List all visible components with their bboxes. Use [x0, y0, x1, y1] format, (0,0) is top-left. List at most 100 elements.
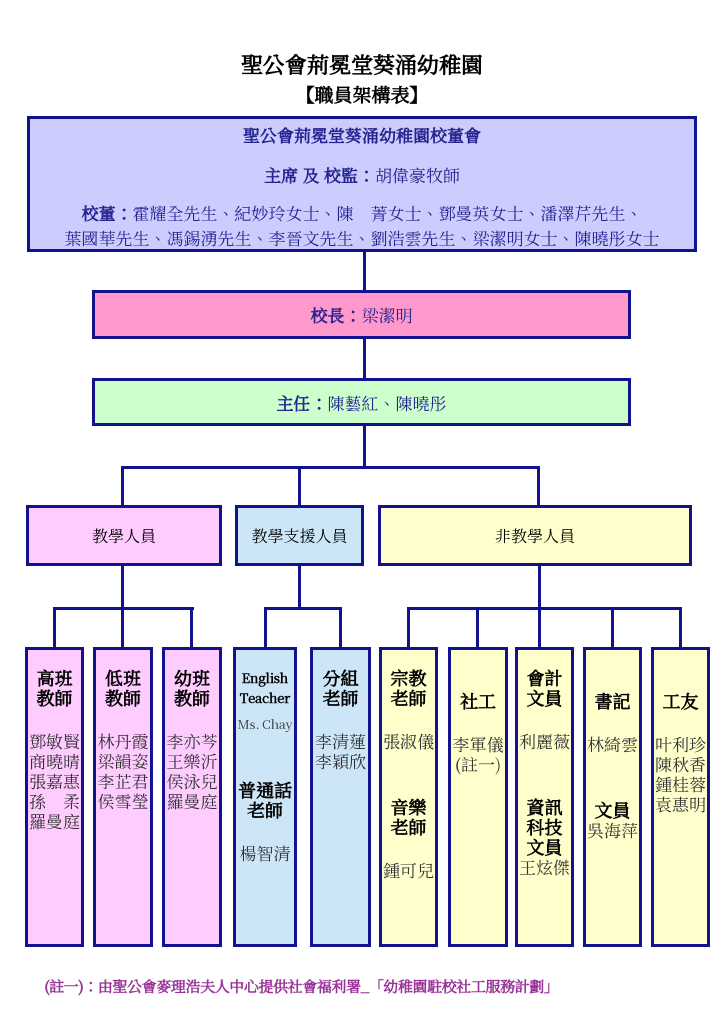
connector-drop-col-7 [476, 607, 479, 647]
column-role-title: 會計 [526, 665, 563, 691]
column-janitors: 工友 叶利珍陳秋香鍾桂蓉袁惠明 [651, 647, 710, 947]
board-box: 聖公會荊冕堂葵涌幼稚園校董會 主席 及 校監：胡偉豪牧師 校董：霍耀全先生、紀妙… [27, 116, 697, 252]
footnote: (註一)：由聖公會麥理浩夫人中心提供社會福利署_「幼稚園駐校社工服務計劃」 [44, 976, 559, 997]
connector-feed-nonteaching [538, 566, 541, 647]
board-title: 聖公會荊冕堂葵涌幼稚園校董會 [243, 122, 481, 147]
column-senior-class-teachers: 高班教師 鄧敏賢商曉晴張嘉惠孫 柔羅曼庭 [25, 647, 84, 947]
board-chair-label: 主席 及 校監： [264, 162, 375, 187]
staff-name: 羅曼庭 [166, 788, 218, 813]
category-box-non-teaching-staff: 非教學人員 [378, 505, 692, 566]
staff-name: 孫 柔 [29, 788, 80, 813]
column-religion-music-teachers: 宗教老師 張淑儀 音樂老師 鍾可兒 [379, 647, 438, 947]
column-role-title: 文員 [526, 685, 563, 711]
column-role-title: 教師 [105, 685, 141, 711]
page-subtitle: 【職員架構表】 [295, 81, 429, 108]
column-role-title: 老師 [322, 685, 359, 711]
column-role-title: 科技 [526, 814, 563, 840]
board-chair-line: 主席 及 校監：胡偉豪牧師 [30, 164, 694, 186]
column-role-title: 社工 [460, 688, 496, 714]
staff-name: 陳秋香 [655, 751, 706, 776]
column-role-title: 宗教 [390, 665, 427, 691]
column-role-title: 音樂 [390, 794, 427, 820]
connector-board-principal [363, 252, 366, 290]
column-role-title: 老師 [390, 814, 427, 840]
principal-name: 梁潔明 [361, 302, 413, 327]
staff-name: 李清蓮 [315, 728, 366, 753]
connector-drop-teaching [121, 466, 124, 505]
column-role-title: English [241, 668, 289, 687]
page-title: 聖公會荊冕堂葵涌幼稚園 [240, 49, 483, 80]
principal-label: 校長： [310, 302, 362, 327]
column-role-title: 分組 [322, 665, 359, 691]
connector-support-horizontal [264, 607, 342, 610]
staff-name: 梁韻姿 [97, 748, 149, 773]
staff-name: Ms. Chay [237, 715, 293, 733]
staff-name: 鄧敏賢 [29, 728, 80, 753]
staff-name: 張淑儀 [383, 728, 434, 753]
category-box-teaching-staff: 教學人員 [26, 505, 222, 566]
column-role-title: 文員 [526, 834, 563, 860]
staff-name: 王樂沂 [166, 748, 218, 773]
staff-name: 商曉晴 [29, 748, 80, 773]
column-role-title: Teacher [239, 688, 291, 707]
column-group-teachers: 分組老師 李清蓮李穎欣 [310, 647, 371, 947]
connector-drop-col-10 [679, 607, 682, 647]
board-chair-name: 胡偉豪牧師 [374, 162, 460, 187]
board-members-names-1: 霍耀全先生、紀妙玲女士、陳 菁女士、鄧曼英女士、潘澤芹先生、 [132, 200, 643, 225]
head-teachers-box: 主任：陳藝紅、陳曉彤 [92, 378, 631, 426]
column-role-title: 書記 [594, 688, 631, 714]
staff-name: 叶利珍 [655, 731, 706, 756]
connector-drop-nonteaching [537, 466, 540, 505]
staff-name: 王炫傑 [519, 854, 570, 879]
staff-name: 李軍儀 [452, 731, 504, 756]
staff-name: 鍾可兒 [383, 857, 434, 882]
connector-drop-col-5 [339, 607, 342, 647]
staff-name: 李芷君 [97, 768, 149, 793]
category-box-teaching-support-staff: 教學支援人員 [235, 505, 364, 566]
staff-name: 楊智清 [239, 840, 291, 865]
connector-drop-col-9 [611, 607, 614, 647]
connector-drop-col-3 [190, 607, 193, 647]
head-teachers-label: 主任： [276, 389, 328, 415]
staff-name: 鍾桂蓉 [655, 771, 706, 796]
column-secretary-clerk: 書記 林綺雲 文員吳海萍 [583, 647, 642, 947]
column-lower-class-teachers: 低班教師 林丹霞梁韻姿李芷君侯雪瑩 [93, 647, 153, 947]
column-role-title: 資訊 [526, 794, 563, 820]
column-role-title: 老師 [390, 685, 427, 711]
board-members-label: 校董： [81, 200, 133, 225]
column-social-worker: 社工 李軍儀(註一) [448, 647, 508, 947]
connector-drop-col-1 [53, 607, 56, 647]
staff-name: 張嘉惠 [29, 768, 80, 793]
column-role-title: 高班 [36, 665, 73, 691]
connector-head-tier [363, 426, 366, 469]
staff-name: 侯雪瑩 [97, 788, 149, 813]
staff-name: 林綺雲 [587, 731, 638, 756]
staff-name: 李穎欣 [315, 748, 366, 773]
column-nursery-class-teachers: 幼班教師 李亦芩王樂沂侯泳兒羅曼庭 [162, 647, 222, 947]
column-accounting-it-clerks: 會計文員 利麗薇 資訊科技文員王炫傑 [515, 647, 574, 947]
board-members-line-1: 校董：霍耀全先生、紀妙玲女士、陳 菁女士、鄧曼英女士、潘澤芹先生、 [30, 202, 694, 224]
head-teachers-names: 陳藝紅、陳曉彤 [327, 389, 447, 415]
column-role-title: 教師 [36, 685, 73, 711]
staff-name: 羅曼庭 [29, 808, 80, 833]
connector-drop-col-6 [407, 607, 410, 647]
connector-drop-support [298, 466, 301, 505]
connector-feed-support [298, 566, 301, 610]
column-role-title: 文員 [594, 797, 631, 823]
connector-teaching-horizontal [53, 607, 194, 610]
column-role-title: 老師 [247, 797, 283, 823]
column-role-title: 工友 [662, 688, 699, 714]
connector-tier1-horizontal [121, 466, 540, 469]
connector-nonteaching-horizontal [407, 607, 682, 610]
staff-name: 李亦芩 [166, 728, 218, 753]
staff-name: 利麗薇 [519, 728, 570, 753]
column-role-title: 幼班 [174, 665, 210, 691]
staff-name: 袁惠明 [655, 791, 706, 816]
connector-principal-head [363, 339, 366, 378]
connector-drop-col-4 [264, 607, 267, 647]
column-role-title: 普通話 [238, 777, 292, 803]
principal-box: 校長：梁潔明 [92, 290, 631, 339]
staff-name: 侯泳兒 [166, 768, 218, 793]
